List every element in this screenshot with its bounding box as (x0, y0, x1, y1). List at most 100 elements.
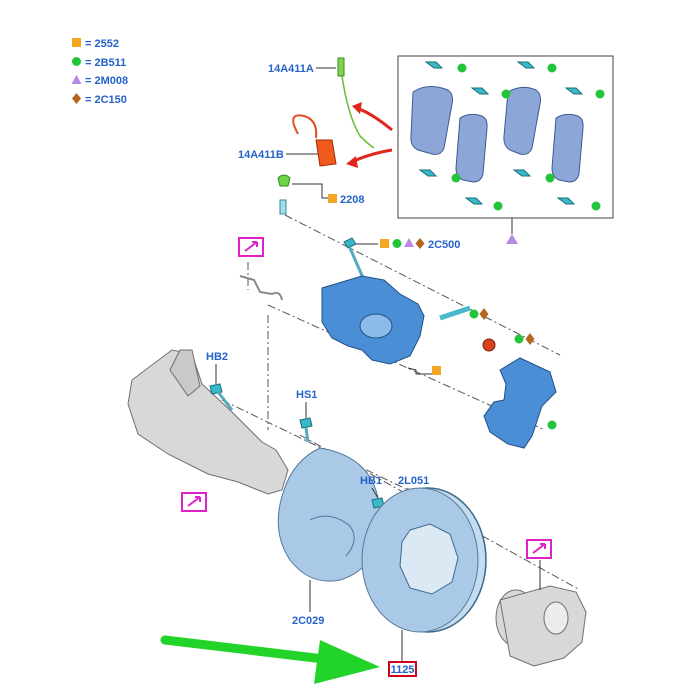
red-arrow-b (351, 148, 393, 164)
square-marker-icon (432, 366, 441, 375)
green-arrow-shaft (160, 635, 337, 665)
clip-icon (556, 197, 576, 205)
green-dot-icon (547, 420, 557, 430)
clip-pin-icon (279, 199, 287, 215)
leader-line (407, 367, 432, 375)
brake-disc: 1125 (361, 487, 487, 677)
triangle-marker-icon (506, 234, 518, 244)
bolt-icon (299, 417, 313, 429)
brake-pad-4 (551, 113, 584, 183)
reference-arrow-icon (532, 543, 546, 554)
bracket-body (483, 357, 557, 449)
legend-text-4: = 2C150 (85, 94, 127, 106)
diamond-marker-icon (479, 308, 489, 320)
bolt-hs1-group: HS1 (296, 389, 317, 443)
brake-pad-kit (397, 55, 614, 244)
centerline (284, 214, 561, 356)
red-arrow-a (355, 106, 393, 132)
legend-text-2: = 2B511 (85, 57, 126, 69)
legend-triangle-icon (71, 75, 82, 84)
square-marker-icon (380, 239, 389, 248)
green-dot-icon (469, 309, 479, 319)
bolt-shank (304, 427, 310, 443)
label-hb1: HB1 (360, 475, 382, 487)
green-pointer-arrow (160, 635, 380, 684)
bolt-shank (348, 247, 366, 281)
brake-pad-2 (455, 113, 488, 183)
caliper-bolt-group: 2C500 (343, 237, 460, 281)
caliper-bracket (483, 357, 557, 449)
sensor-plug-icon (337, 57, 345, 77)
clip-icon (512, 169, 532, 177)
green-dot-icon (547, 63, 557, 73)
bolt-shank (216, 391, 234, 411)
brake-pad-1 (410, 86, 453, 155)
legend-text-1: = 2552 (85, 38, 119, 50)
label-2208: 2208 (340, 194, 364, 206)
label-2c500: 2C500 (428, 239, 460, 251)
diamond-marker-icon (525, 333, 535, 345)
label-1125[interactable]: 1125 (391, 664, 415, 676)
triangle-marker-icon (404, 238, 414, 247)
clip-icon (564, 87, 584, 95)
legend-circle-icon (72, 57, 81, 66)
label-2l051: 2L051 (398, 475, 429, 487)
clip-2208-icon (277, 174, 291, 187)
sensor-cable (239, 275, 283, 301)
green-dot-icon (451, 173, 461, 183)
centerline (267, 304, 546, 431)
green-dot-icon (545, 173, 555, 183)
green-dot-icon (591, 201, 601, 211)
green-dot-icon (514, 334, 524, 344)
guide-pin (439, 305, 471, 321)
label-hs1: HS1 (296, 389, 317, 401)
hub-center (543, 601, 569, 635)
label-2c029: 2C029 (292, 615, 324, 627)
pad-clips (418, 61, 605, 211)
clip-icon (516, 61, 536, 69)
caliper-piston (359, 313, 393, 339)
green-dot-icon (457, 63, 467, 73)
label-14a411b: 14A411B (238, 149, 284, 161)
hub-flange (499, 585, 587, 667)
leader-line (292, 183, 328, 199)
shield-body (277, 447, 381, 582)
brake-pad-3 (503, 86, 541, 155)
wheel-hub (495, 560, 587, 667)
green-dot-icon (595, 89, 605, 99)
green-dot-icon (493, 201, 503, 211)
legend-square-icon (72, 38, 81, 47)
sensor-plug-icon (315, 139, 337, 167)
bolt-hb2-group: HB2 (206, 351, 234, 411)
knuckle-body (127, 349, 289, 495)
dust-shield: 2C029 (277, 447, 381, 627)
shield-cutout (309, 515, 355, 557)
wear-sensor-b: 14A411B (238, 114, 393, 168)
clip-icon (464, 197, 484, 205)
disc-hat (399, 523, 459, 595)
wear-sensor-a: 14A411A (268, 57, 393, 149)
legend: = 2552 = 2B511 = 2M008 = 2C150 (71, 38, 128, 106)
sensor-loop-wire (292, 114, 318, 139)
clip-icon (424, 61, 444, 69)
legend-diamond-icon (72, 93, 81, 104)
clip-icon (418, 169, 438, 177)
green-dot-icon (392, 239, 402, 248)
clip-icon (470, 87, 490, 95)
diamond-marker-icon (415, 238, 425, 249)
reference-arrow-icon (244, 241, 258, 252)
brake-caliper (321, 275, 441, 375)
knuckle-arm (169, 349, 201, 397)
reference-icons (181, 237, 552, 559)
clip-2208-group: 2208 (277, 174, 364, 215)
sensor-wire (341, 75, 375, 149)
part-number-box (388, 661, 417, 677)
leader-line (371, 487, 379, 499)
label-14a411a: 14A411A (268, 63, 314, 75)
label-hb2: HB2 (206, 351, 228, 363)
red-arrow-head-icon (346, 156, 358, 168)
steering-knuckle (127, 349, 289, 495)
guide-pins (439, 305, 535, 352)
